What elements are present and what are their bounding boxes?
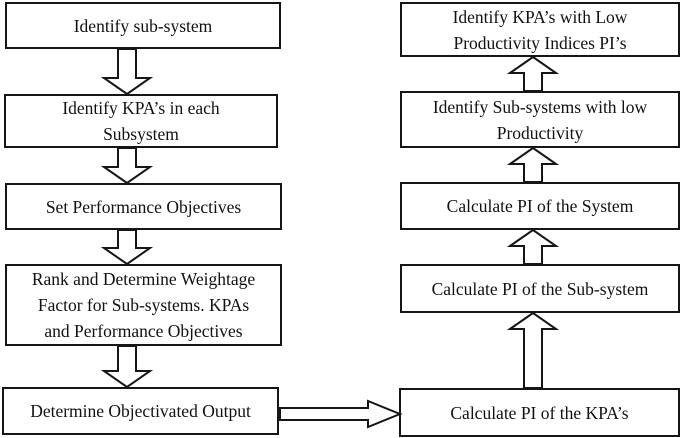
flow-step-label: Productivity Indices PI’s: [453, 32, 627, 53]
flow-step-label: Identify KPA’s with Low: [452, 6, 628, 27]
flow-step-identify-kpas-in-each-subsystem: Identify KPA’s in each Subsystem: [4, 94, 278, 148]
up-arrow-icon: [506, 146, 560, 183]
flow-step-label: Rank and Determine Weightage: [31, 269, 256, 289]
flow-step-label: Calculate PI of the System: [446, 196, 634, 216]
flow-step-set-performance-objectives: Set Performance Objectives: [5, 183, 282, 230]
flow-step-label: Identify KPA’s in each: [62, 98, 220, 118]
flow-step-determine-objectivated-output: Determine Objectivated Output: [2, 387, 279, 435]
flow-step-calculate-pi-of-the-sub-system: Calculate PI of the Sub-system: [400, 264, 680, 313]
flow-step-identify-sub-system: Identify sub-system: [5, 2, 281, 49]
up-arrow-icon: [506, 228, 560, 265]
down-arrow-icon: [100, 48, 154, 96]
down-arrow-icon: [100, 229, 154, 266]
flow-step-label: Identify Sub-systems with low: [432, 96, 648, 117]
up-arrow-icon: [506, 55, 560, 92]
flow-step-label: Set Performance Objectives: [45, 196, 242, 217]
flow-step-label: Calculate PI of the Sub-system: [431, 278, 649, 299]
right-arrow-icon: [279, 399, 403, 429]
flow-step-label: Productivity: [496, 122, 584, 143]
flow-step-calculate-pi-of-the-kpas: Calculate PI of the KPA’s: [399, 388, 680, 437]
down-arrow-icon: [100, 147, 154, 185]
flow-step-label: Subsystem: [103, 124, 179, 144]
flow-step-label: Identify sub-system: [73, 15, 213, 36]
flow-step-label: and Performance Objectives: [44, 321, 243, 341]
flow-step-label: Calculate PI of the KPA’s: [450, 402, 629, 423]
up-arrow-icon: [506, 311, 560, 389]
flow-step-rank-and-determine-weightage: Rank and Determine Weightage Factor for …: [5, 264, 282, 346]
down-arrow-icon: [100, 345, 154, 389]
flow-step-identify-sub-systems-with-low-productivity: Identify Sub-systems with low Productivi…: [400, 91, 680, 148]
flow-step-identify-kpas-with-low-pi: Identify KPA’s with Low Productivity Ind…: [400, 2, 680, 57]
flow-step-label: Factor for Sub-systems. KPAs: [37, 295, 250, 315]
flow-step-calculate-pi-of-the-system: Calculate PI of the System: [400, 182, 680, 230]
flow-step-label: Determine Objectivated Output: [30, 401, 251, 421]
